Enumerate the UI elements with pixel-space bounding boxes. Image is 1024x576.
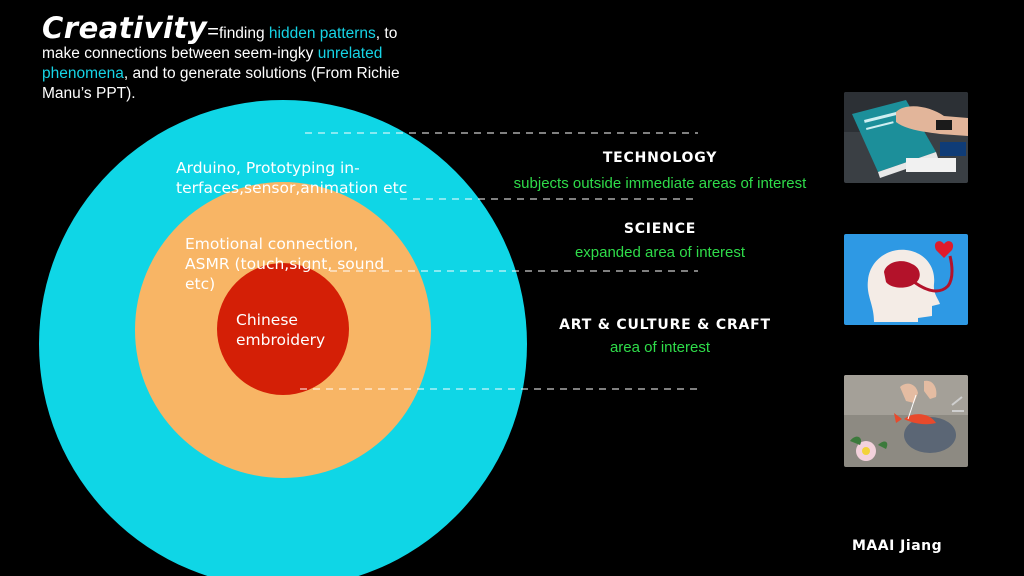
inner-ring-label: Chinese embroidery: [236, 311, 326, 349]
middle-ring-label: Emotional connection, ASMR (touch,signt,…: [185, 235, 385, 293]
category-technology: TECHNOLOGY: [602, 150, 718, 166]
definition-part: , and to generate solutions (From Richie…: [42, 65, 400, 102]
technology-photo: [844, 92, 968, 183]
category-art-culture-craft: ART & CULTURE & CRAFT: [559, 317, 771, 333]
equals-sign: =: [207, 21, 219, 43]
highlight-unrelated-phenomena: unrelated phenomena: [42, 45, 383, 82]
art-embroidery-photo: [844, 375, 968, 467]
highlight-patterns: patterns: [319, 25, 376, 42]
science-description: expanded area of interest: [574, 244, 746, 261]
highlight-hidden: hidden: [268, 25, 316, 42]
technology-description: subjects outside immediate areas of inte…: [513, 175, 807, 192]
science-photo: [844, 234, 968, 325]
category-science: SCIENCE: [623, 221, 697, 237]
definition-text: Creativity=finding hidden patterns, to m…: [42, 14, 402, 104]
author-name: MAAI Jiang: [852, 538, 943, 554]
definition-part: , to make connections between seem-ingky: [42, 25, 398, 62]
title-creativity: Creativity: [42, 11, 208, 45]
definition-part: finding: [218, 25, 269, 42]
outer-ring-label: Arduino, Prototyping in-terfaces,sensor,…: [176, 159, 408, 197]
art-description: area of interest: [609, 339, 711, 356]
inner-circle: [217, 263, 349, 395]
